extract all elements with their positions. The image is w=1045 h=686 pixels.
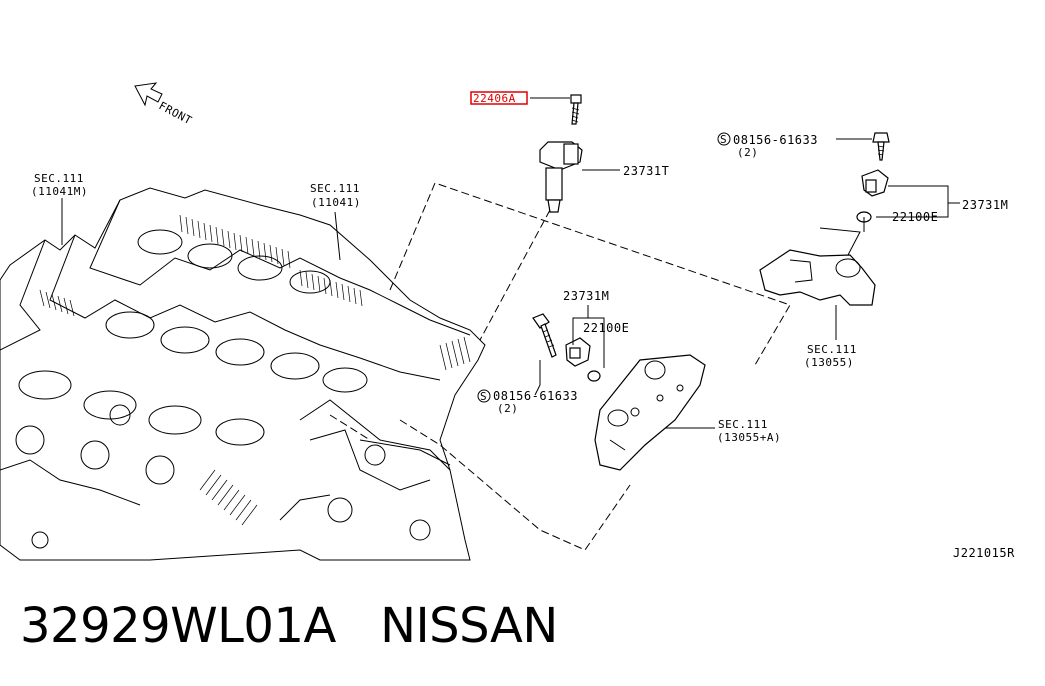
part-labels: 22406A SEC.111 (11041M) SEC.111 (11041) … — [31, 91, 1015, 560]
sensor-23731m-mid — [532, 305, 605, 396]
label-23731m-right: 23731M — [962, 198, 1008, 212]
label-bolt-mid-qty: (2) — [497, 402, 518, 415]
label-sec111-13055-1: SEC.111 — [807, 343, 857, 356]
bolt-22406a — [570, 94, 582, 125]
highlight-box-22406a — [470, 91, 528, 105]
front-direction-indicator: FRONT — [134, 82, 195, 127]
sensor-23731m-right — [759, 132, 960, 340]
svg-text:S: S — [720, 133, 727, 146]
brand-name: NISSAN — [380, 598, 558, 654]
sensor-23731t — [530, 94, 620, 213]
label-sec111-11041m-1: SEC.111 — [34, 172, 84, 185]
part-caption: 32929WL01A NISSAN — [20, 598, 558, 654]
label-22100e-mid: 22100E — [583, 321, 629, 335]
label-sec111-13055a-2: (13055+A) — [717, 431, 781, 444]
bolt-08156-61633-right — [872, 132, 890, 161]
label-23731m-mid: 23731M — [563, 289, 609, 303]
s-symbol-mid: S — [477, 389, 491, 403]
label-22406a: 22406A — [473, 92, 516, 105]
cover-13055a — [594, 354, 715, 471]
s-symbol-right: S — [717, 132, 731, 146]
head-hatching — [39, 214, 471, 526]
label-bolt-mid: 08156-61633 — [493, 389, 578, 403]
label-sec111-11041-1: SEC.111 — [310, 182, 360, 195]
label-sec111-11041m-2: (11041M) — [31, 185, 88, 198]
bolt-08156-61633-mid — [532, 313, 557, 358]
label-22100e-right: 22100E — [892, 210, 938, 224]
caption-spacer — [336, 598, 380, 654]
label-23731t: 23731T — [623, 164, 669, 178]
label-sec111-13055-2: (13055) — [804, 356, 854, 369]
label-sec111-11041-2: (11041) — [311, 196, 361, 209]
label-bolt-right: 08156-61633 — [733, 133, 818, 147]
cylinder-ports — [15, 229, 368, 549]
label-bolt-right-qty: (2) — [737, 146, 758, 159]
part-number: 32929WL01A — [20, 598, 336, 654]
svg-text:S: S — [480, 390, 487, 403]
drawing-code: J221015R — [953, 546, 1015, 560]
front-label: FRONT — [157, 99, 195, 127]
engine-cylinder-head — [0, 187, 486, 561]
label-sec111-13055a-1: SEC.111 — [718, 418, 768, 431]
phantom-boundary — [329, 182, 791, 551]
